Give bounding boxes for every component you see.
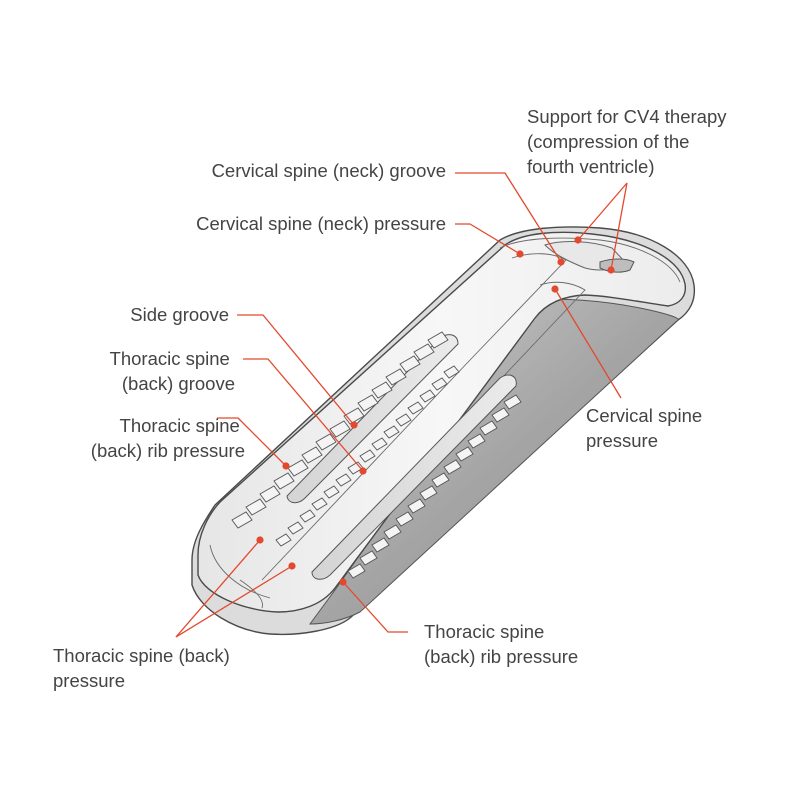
leader-side-groove — [237, 314, 355, 426]
leader-thoracic-rib-left — [217, 417, 287, 467]
device-side-face — [309, 298, 679, 625]
dot-cervical-pressure — [551, 285, 559, 293]
callout-dots — [256, 236, 615, 586]
dot-neck-groove — [557, 258, 565, 266]
callout-labels: Support for CV4 therapy (compression of … — [53, 106, 732, 691]
cervical-ridge-right — [499, 281, 586, 381]
label-thoracic-rib-right: Thoracic spine (back) rib pressure — [424, 621, 578, 667]
device-top-surface — [197, 231, 687, 613]
dot-cv4-a — [574, 236, 582, 244]
bottom-contour — [209, 544, 271, 599]
dot-thoracic-rib-right — [339, 578, 347, 586]
leader-neck-groove — [455, 172, 562, 263]
wedge-device-illustration — [191, 226, 696, 636]
leader-thoracic-rib-right — [342, 581, 408, 633]
leader-cv4-b — [610, 182, 628, 271]
thoracic-groove-channel — [311, 374, 517, 580]
rib-row-right — [347, 394, 522, 579]
label-cervical-pressure: Cervical spine pressure — [586, 405, 707, 451]
leader-lines — [175, 172, 628, 638]
label-thoracic-rib-left: Thoracic spine (back) rib pressure — [91, 415, 245, 461]
side-groove-channel — [286, 334, 459, 504]
rib-row-middle — [275, 365, 460, 547]
dot-side-groove — [350, 421, 358, 429]
neck-ridge — [499, 237, 681, 283]
label-neck-groove: Cervical spine (neck) groove — [212, 160, 446, 181]
rib-row-left — [231, 331, 449, 529]
label-neck-pressure: Cervical spine (neck) pressure — [196, 213, 446, 234]
cv4-notch — [599, 258, 635, 273]
label-cv4-support: Support for CV4 therapy (compression of … — [527, 106, 732, 177]
leader-thoracic-groove — [243, 358, 364, 472]
leader-thoracic-pressure-b — [175, 565, 293, 638]
leader-cv4-a — [577, 182, 628, 241]
leader-neck-pressure — [455, 223, 521, 255]
dot-thoracic-pressure-a — [256, 536, 264, 544]
dot-thoracic-rib-left — [282, 462, 290, 470]
label-thoracic-pressure: Thoracic spine (back) pressure — [53, 645, 235, 691]
bottom-contour-2 — [239, 579, 263, 609]
label-side-groove: Side groove — [130, 304, 229, 325]
dot-cv4-b — [607, 266, 615, 274]
dot-thoracic-groove — [359, 467, 367, 475]
dot-neck-pressure — [516, 250, 524, 258]
leader-cervical-pressure — [554, 288, 622, 399]
label-thoracic-groove: Thoracic spine (back) groove — [110, 348, 235, 394]
dot-thoracic-pressure-b — [288, 562, 296, 570]
leader-thoracic-pressure-a — [175, 539, 261, 638]
